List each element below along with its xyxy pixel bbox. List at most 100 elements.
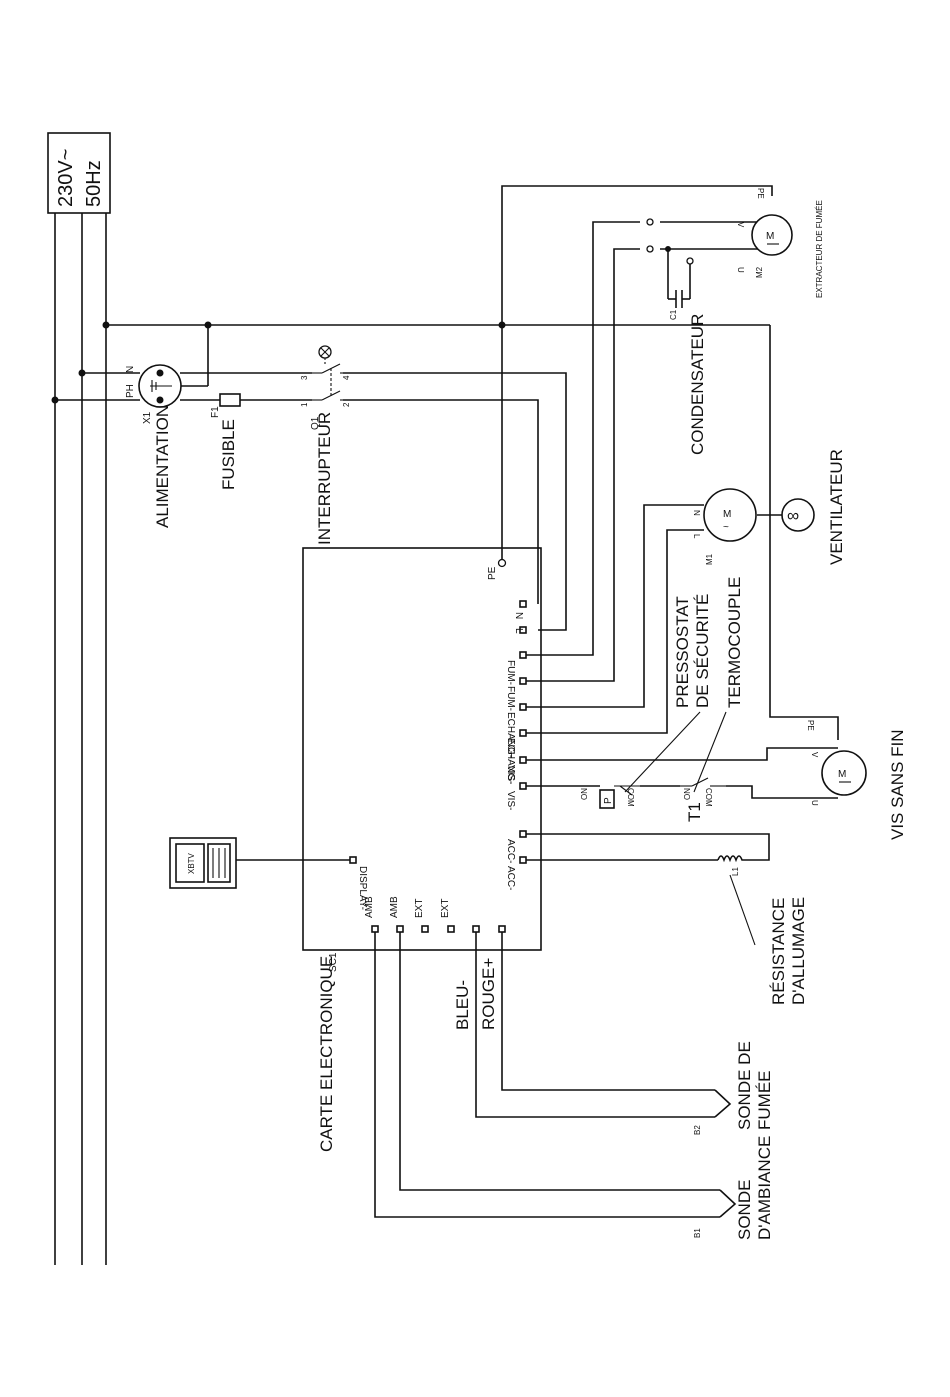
thermocouple-com-label: COM (704, 788, 713, 807)
ignition-coil-l1 (717, 855, 745, 863)
pressostat-label-2: DE SÉCURITÉ (693, 594, 712, 708)
wire-echang-2 (524, 529, 704, 734)
wire-pe-auger (769, 325, 839, 740)
switch-pin-4: 4 (342, 375, 351, 380)
m1-label: M1 (705, 553, 714, 565)
svg-text:M: M (766, 231, 774, 242)
resistance-label-1: RÉSISTANCE (769, 898, 788, 1005)
sc1-label: SC1 (328, 952, 339, 972)
pressostat-no-label: NO (579, 788, 588, 800)
leader-line (693, 711, 727, 793)
vis-sans-fin-label: VIS SANS FIN (888, 729, 907, 840)
resistance-label-2: D'ALLUMAGE (789, 897, 808, 1005)
auger-pe-label: PE (806, 720, 815, 731)
terminal-label-amb-1: AMB (364, 896, 375, 918)
terminal-label-vis-2: VIS- (505, 791, 516, 810)
supply-frequency: 50Hz (83, 160, 105, 207)
f1-label: F1 (210, 406, 221, 418)
wire-fum-1 (524, 221, 640, 656)
alimentation-label: ALIMENTATION (153, 405, 172, 528)
pressostat-com-label: COM (626, 788, 635, 807)
x1-label: X1 (142, 411, 153, 424)
motor-auger: M (821, 750, 867, 796)
b2-label: B2 (693, 1125, 702, 1135)
wire-amb-2 (399, 930, 720, 1191)
supply-voltage: 230V~ (55, 149, 77, 207)
fusible-label: FUSIBLE (219, 419, 238, 490)
thermocouple-no-label: NO (682, 788, 691, 800)
wire-fum-2 (524, 248, 640, 682)
svg-text:M: M (723, 509, 731, 520)
m2-v-label: V (736, 222, 745, 228)
m2-pe-label: PE (756, 188, 765, 199)
auger-u-label: U (810, 800, 819, 806)
q1-label: Q1 (310, 416, 321, 430)
switch-pin-3: 3 (300, 375, 309, 380)
wire-acc-1 (524, 833, 770, 861)
terminal-label-echang-2: ECHANG- (505, 738, 516, 784)
probe-tip-fumee (714, 1089, 732, 1118)
bleu-label: BLEU- (453, 980, 472, 1030)
socket-n-label: N (125, 366, 136, 373)
terminal-display (349, 856, 357, 864)
sonde-ambiance-label-2: D'AMBIANCE (755, 1136, 774, 1240)
terminal-label-acc-2: ACC- (505, 866, 516, 890)
wire-switch-out-b (343, 399, 539, 604)
junction-dot (51, 396, 59, 404)
pressostat-symbol: P (599, 785, 640, 809)
thermocouple-t1-symbol (680, 777, 726, 787)
electronic-board-label: CARTE ELECTRONIQUE (317, 956, 336, 1152)
wire-echang-1 (524, 504, 704, 708)
terminal-label-fum-1: FUM- (505, 660, 516, 685)
termocouple-label: TERMOCOUPLE (725, 577, 744, 708)
svg-text:P: P (603, 797, 614, 804)
electronic-board (302, 547, 542, 951)
c1-label: C1 (669, 309, 678, 320)
m1-n-label: N (692, 510, 701, 516)
motor-m2-extractor: M (751, 214, 793, 256)
capacitor-c1 (675, 290, 683, 308)
pressostat-label-1: PRESSOSTAT (673, 596, 692, 708)
terminal-label-echang-1: ECHANG- (505, 712, 516, 758)
leader-line (624, 711, 701, 793)
supply-box (47, 132, 111, 214)
auger-v-label: V (810, 752, 819, 758)
power-socket-x1 (138, 364, 182, 408)
terminal-label-n: N (513, 612, 524, 619)
fan-symbol: ∞ (781, 498, 815, 532)
terminal-label-amb-2: AMB (389, 896, 400, 918)
switch-q1 (312, 345, 343, 401)
terminal-label-vis-1: VIS- (505, 765, 516, 784)
extracteur-label: EXTRACTEUR DE FUMÉE (815, 200, 824, 298)
sonde-ambiance-label-1: SONDE (735, 1180, 754, 1240)
sonde-fumee-label-1: SONDE DE (735, 1041, 754, 1130)
terminal-row (519, 600, 527, 864)
sonde-fumee-label-2: FUMÉE (755, 1071, 774, 1131)
rouge-label: ROUGE+ (479, 958, 498, 1030)
m2-label: M2 (755, 266, 764, 278)
svg-text:M: M (838, 769, 846, 780)
terminal-pe: PE (487, 558, 507, 580)
wire-bleu (475, 930, 715, 1118)
m1-l-label: L (692, 534, 701, 539)
switch-pin-1: 1 (300, 402, 309, 407)
terminal-bottom-row (371, 925, 506, 933)
wire-rouge (501, 930, 715, 1091)
wire-switch-out-a (343, 372, 567, 631)
motor-m1-fan: M ~ (703, 488, 757, 542)
junction-dot (78, 369, 86, 377)
wire-amb-1 (374, 930, 720, 1218)
wire-vis-1 (524, 747, 838, 761)
terminal-label-ext-2: EXT (440, 899, 451, 918)
t1-label: T1 (685, 802, 704, 822)
wire (726, 785, 838, 799)
svg-text:∞: ∞ (787, 506, 799, 525)
terminal-label-l: L (513, 628, 524, 634)
fuse-f1 (219, 393, 241, 407)
terminal-label-display: DISPLAY- (357, 866, 368, 910)
display-keypad-device: XBTV (169, 837, 237, 889)
probe-tip-ambiance (719, 1189, 737, 1218)
m2-u-label: U (736, 267, 745, 273)
l1-label: L1 (731, 867, 740, 876)
